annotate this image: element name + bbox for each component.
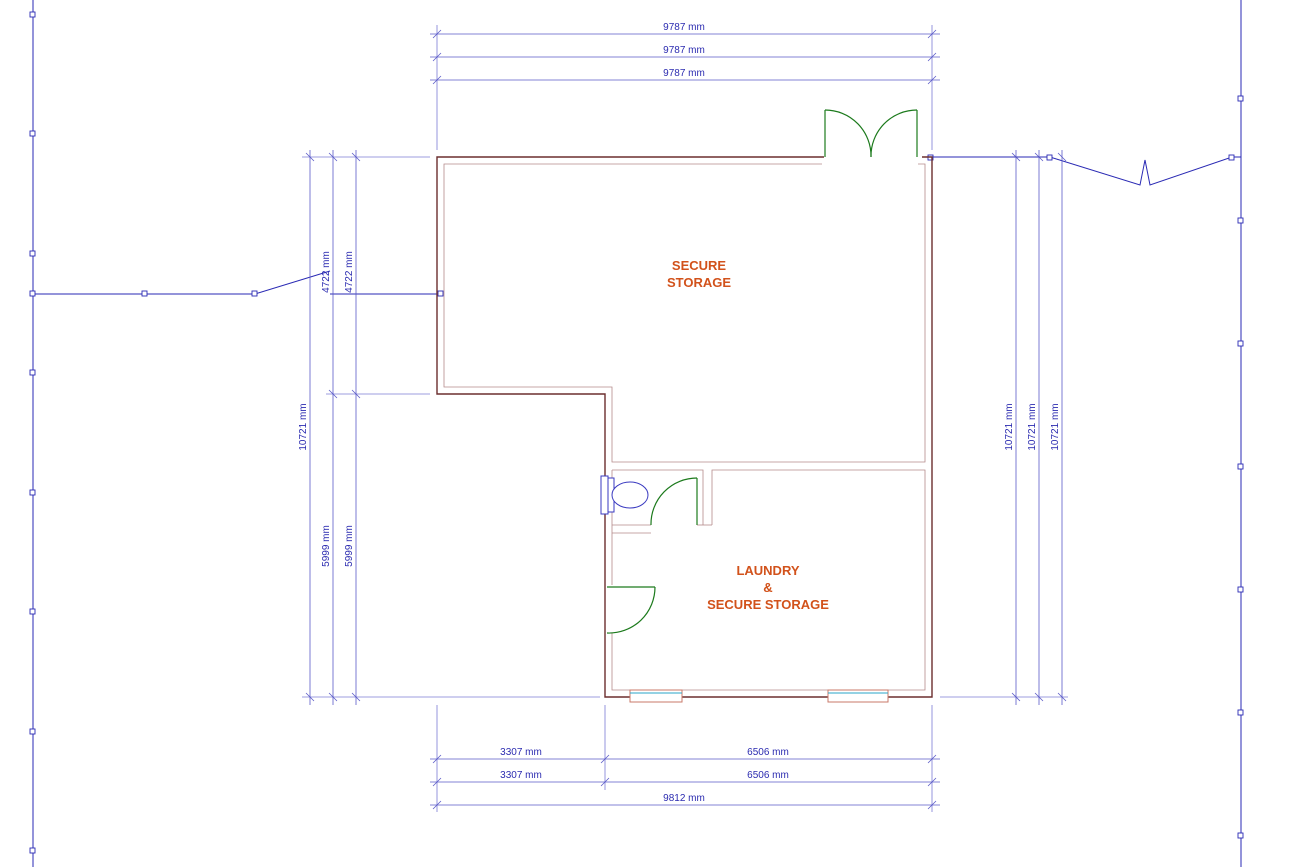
room-label-line: STORAGE [667,275,731,290]
double-door [824,109,918,158]
room-label-line: LAUNDRY [736,563,799,578]
fence-nodes [29,11,1244,854]
dim-left-upper-2: 4722 mm [344,251,355,293]
dim-bottom-right-2: 6506 mm [747,770,789,781]
dim-left-lower-2: 5999 mm [344,525,355,567]
building-walls [436,156,933,698]
toilet-fixture [600,475,649,515]
dim-bottom-left-1: 3307 mm [500,747,542,758]
dim-right-3: 10721 mm [1050,403,1061,450]
room-label-laundry: LAUNDRY & SECURE STORAGE [707,563,829,612]
dim-bottom-total: 9812 mm [663,793,705,804]
dim-right-1: 10721 mm [1004,403,1015,450]
dim-bottom-right-1: 6506 mm [747,747,789,758]
laundry-door [606,586,656,634]
right-dimensions: 10721 mm 10721 mm 10721 mm [940,150,1068,705]
room-label-line: SECURE [672,258,727,273]
window-right [827,689,889,703]
dim-right-2: 10721 mm [1027,403,1038,450]
bottom-dimensions: 3307 mm 6506 mm 3307 mm 6506 mm 9812 mm [430,705,940,812]
room-label-line: SECURE STORAGE [707,597,829,612]
toilet-door [650,477,698,526]
dim-left-total: 10721 mm [298,403,309,450]
dim-bottom-left-2: 3307 mm [500,770,542,781]
top-dimensions: 9787 mm 9787 mm 9787 mm [430,22,940,150]
dim-top-1: 9787 mm [663,22,705,33]
left-dimensions: 10721 mm 4722 mm 4722 mm 5999 mm 5999 mm [298,150,600,705]
window-left [629,689,683,703]
dim-left-upper-1: 4722 mm [321,251,332,293]
room-label-line: & [763,580,772,595]
dim-top-3: 9787 mm [663,68,705,79]
room-label-secure-storage: SECURE STORAGE [667,258,731,290]
dim-top-2: 9787 mm [663,45,705,56]
dim-left-lower-1: 5999 mm [321,525,332,567]
